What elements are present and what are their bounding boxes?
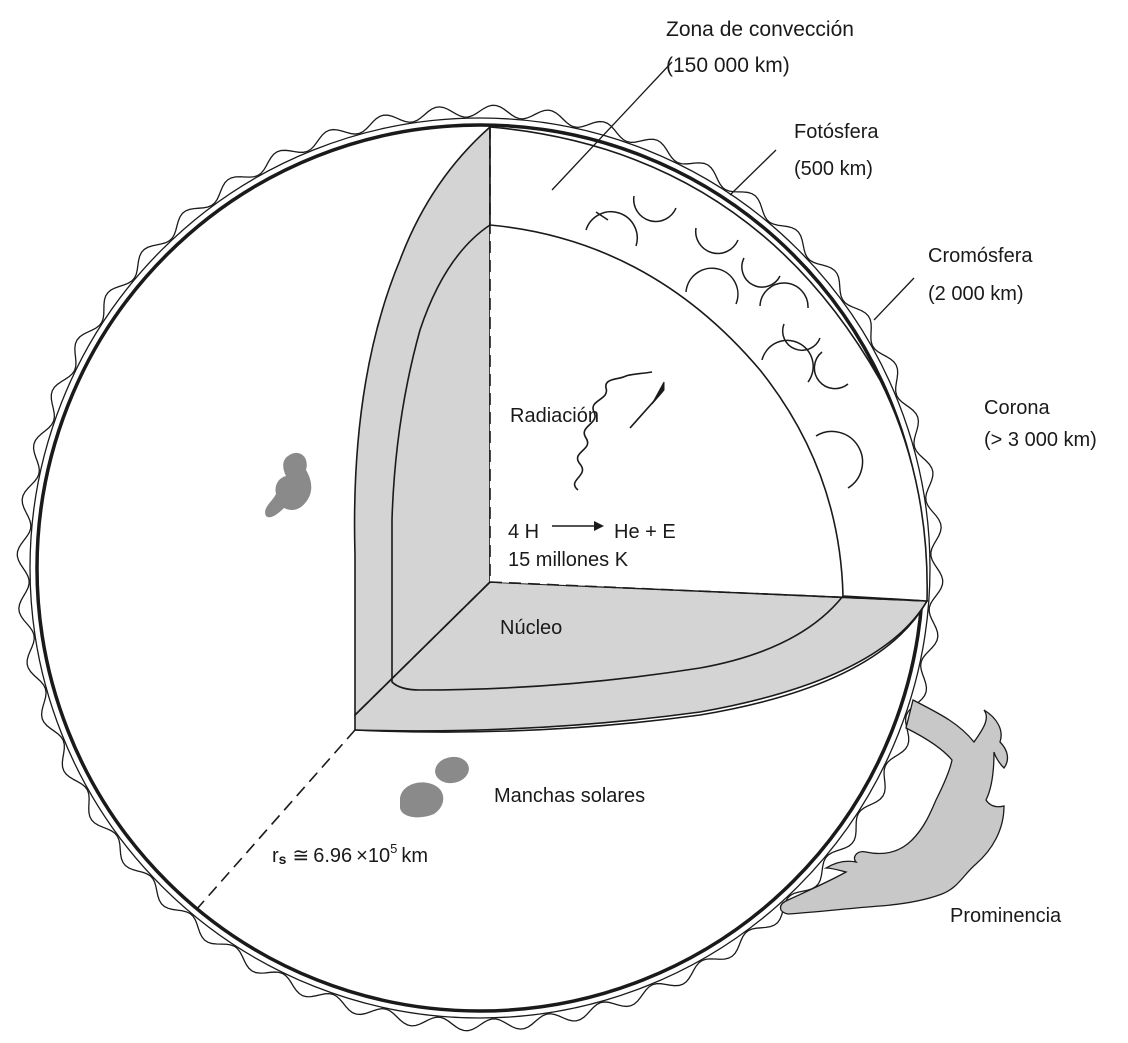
radius-subscript: s <box>279 851 287 867</box>
chromosphere-size: (2 000 km) <box>928 283 1024 305</box>
prominence-label: Prominencia <box>950 905 1062 927</box>
convection-zone-size: (150 000 km) <box>666 54 790 77</box>
radiation-label: Radiación <box>510 405 599 427</box>
radius-times: × <box>356 845 368 867</box>
photosphere-leader <box>730 150 776 195</box>
chromosphere-label: Cromósfera <box>928 245 1033 267</box>
photosphere-size: (500 km) <box>794 158 873 180</box>
core-temperature: 15 millones K <box>508 549 629 571</box>
corona-label: Corona <box>984 397 1050 419</box>
radius-base: 10 <box>368 845 390 867</box>
convection-zone-label: Zona de convección <box>666 18 854 41</box>
radius-unit: km <box>401 845 428 867</box>
radius-approx: ≅ <box>292 845 309 867</box>
radius-mantissa: 6.96 <box>313 845 352 867</box>
corona-size: (> 3 000 km) <box>984 429 1097 451</box>
radius-exponent: 5 <box>390 841 397 856</box>
sunspots-label: Manchas solares <box>494 785 645 807</box>
photosphere-label: Fotósfera <box>794 121 879 143</box>
reaction-lhs: 4 H <box>508 521 539 543</box>
reaction-rhs: He + E <box>614 521 676 543</box>
chromosphere-leader <box>874 278 914 320</box>
core-label: Núcleo <box>500 617 562 639</box>
